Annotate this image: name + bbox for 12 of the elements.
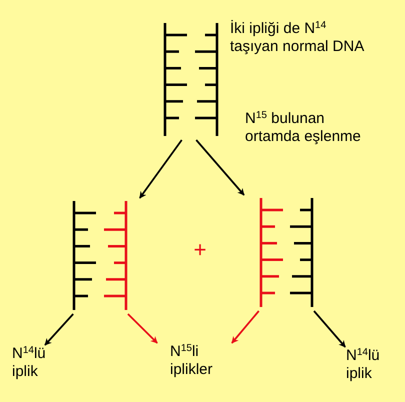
arrow [127, 313, 158, 344]
arrow [44, 313, 74, 346]
plus-sign: + [192, 238, 208, 262]
strand-label: N$^{15}$li iplikler [170, 343, 214, 379]
dna-label: İki ipliği de N$^{14}$ taşıyan normal DNA [230, 20, 366, 56]
strand-label: N$^{14}$lü iplik [346, 347, 381, 383]
arrow [139, 139, 182, 199]
arrow [313, 310, 346, 348]
arrow [231, 310, 260, 344]
arrow [196, 139, 245, 196]
condition-label: N$^{15}$ bulunan ortamda eşlenme [245, 110, 362, 146]
strand-label: N$^{14}$lü iplik [12, 345, 47, 381]
